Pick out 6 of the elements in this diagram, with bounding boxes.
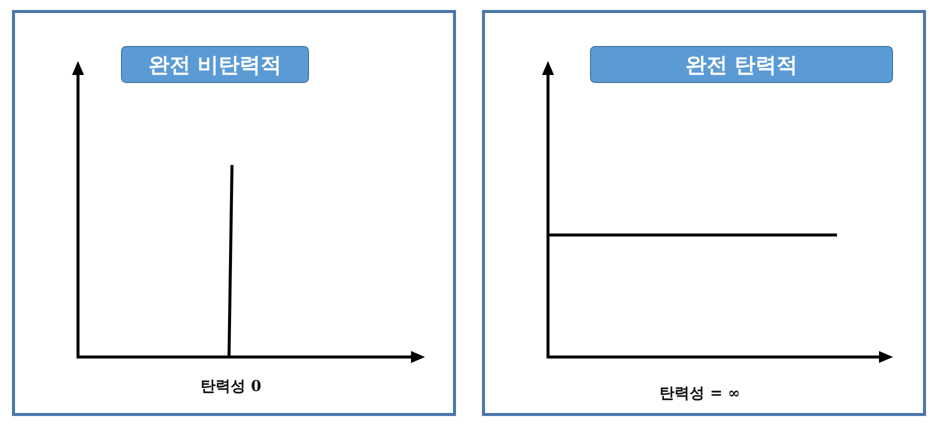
axis-caption: 탄력성 0	[200, 377, 262, 396]
axis-caption: 탄력성 = ∞	[660, 384, 740, 403]
chart-panel	[482, 10, 926, 416]
title-badge: 완전 탄력적	[590, 46, 893, 83]
chart-panel	[12, 10, 456, 416]
title-badge: 완전 비탄력적	[121, 46, 309, 83]
